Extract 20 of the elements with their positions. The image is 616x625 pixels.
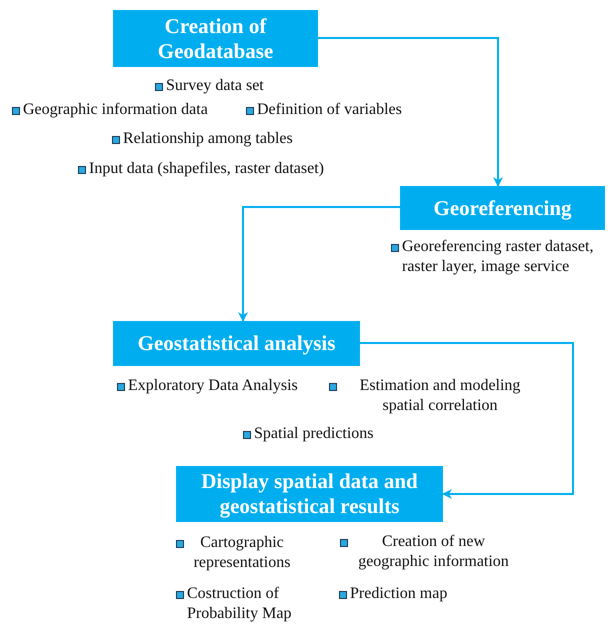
- arrow: [318, 37, 503, 187]
- bullet-text: Relationship among tables: [123, 129, 293, 149]
- bullet-text: Prediction map: [350, 584, 448, 604]
- process-box: Geostatistical analysis: [113, 321, 360, 366]
- bullet-text: Geographic information data: [23, 100, 208, 120]
- bullet-text: Input data (shapefiles, raster dataset): [89, 159, 324, 179]
- bullet-text: Cartographic representations: [192, 533, 292, 573]
- process-box: Georeferencing: [400, 186, 605, 230]
- process-box: Display spatial data and geostatistical results: [176, 466, 443, 522]
- bullet-text: Exploratory Data Analysis: [128, 376, 298, 396]
- process-box: Creation of Geodatabase: [113, 10, 318, 67]
- arrow: [360, 342, 574, 499]
- bullet-text: Definition of variables: [257, 100, 402, 120]
- bullet-text: Survey data set: [166, 76, 264, 96]
- arrow: [238, 206, 400, 322]
- bullet-text: Creation of new geographic information: [357, 532, 510, 572]
- bullet-text: Costruction of Probability Map: [187, 584, 292, 624]
- bullet-text: Spatial predictions: [254, 424, 374, 444]
- bullet-text: Estimation and modeling spatial correlation: [358, 376, 522, 416]
- bullet-text: Georeferencing raster dataset, raster layer, image service: [402, 237, 594, 277]
